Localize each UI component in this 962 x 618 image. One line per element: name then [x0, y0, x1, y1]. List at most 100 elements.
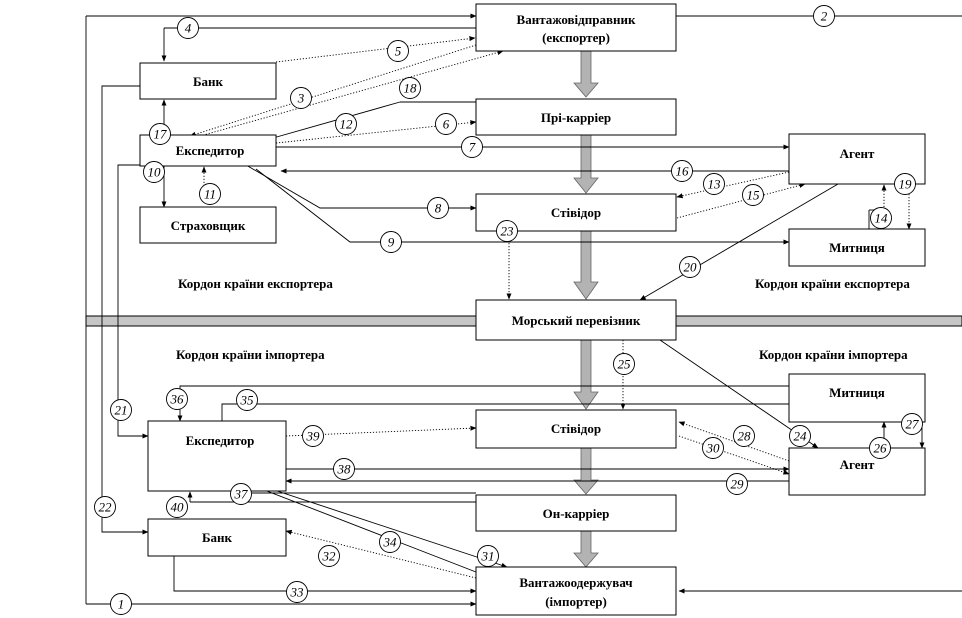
node-oncarrier: Он-карріер [475, 494, 677, 532]
step-bubble-circle [302, 425, 324, 447]
consignee-label-line1: Вантажоодержувач [519, 575, 632, 590]
step-bubble-label: 12 [340, 117, 354, 132]
step-bubble: 33 [286, 581, 308, 603]
step-bubble-label: 34 [383, 535, 398, 550]
step-bubble: 21 [110, 399, 132, 421]
step-bubble: 29 [726, 473, 748, 495]
step-bubble: 34 [379, 531, 401, 553]
node-agent-importer: Агент [788, 447, 926, 496]
step-bubble-circle [333, 458, 355, 480]
stevedore-importer-label: Стівідор [551, 421, 601, 436]
step-bubble-circle [230, 483, 252, 505]
node-forwarder-importer: Експедитор [147, 420, 287, 492]
consignee-label-line2: (імпортер) [545, 594, 607, 609]
bank-importer-label: Банк [202, 530, 233, 545]
step-bubble: 20 [679, 256, 701, 278]
step-bubble-circle [702, 437, 724, 459]
step-bubble-circle [149, 123, 171, 145]
node-stevedore-importer: Стівідор [475, 409, 677, 449]
node-customs-exporter: Митниця [788, 228, 926, 267]
connector-lines [85, 13, 962, 607]
node-bank-exporter: Банк [139, 62, 277, 100]
step-bubble-label: 17 [154, 127, 168, 142]
step-bubble-label: 21 [115, 403, 128, 418]
goods-flow-arrows [573, 50, 599, 568]
step-bubble: 24 [789, 425, 811, 447]
step-bubble: 35 [236, 389, 258, 411]
forwarder-exporter-label: Експедитор [176, 143, 245, 158]
step-bubble-label: 37 [234, 487, 249, 502]
step-bubble-circle [335, 113, 357, 135]
step-bubble-circle [380, 231, 402, 253]
step-bubble-circle [387, 40, 409, 62]
step-bubble: 13 [703, 173, 725, 195]
step-bubble-label: 2 [821, 9, 828, 24]
step-bubble: 3 [290, 87, 312, 109]
node-precarrier: Прі-карріер [475, 98, 677, 136]
step-bubble-label: 25 [618, 357, 632, 372]
step-bubble: 40 [166, 496, 188, 518]
step-bubble-label: 36 [170, 392, 185, 407]
sea-carrier-label: Морський перевізник [512, 313, 641, 328]
step-bubble-circle [286, 581, 308, 603]
step-bubble-label: 1 [118, 597, 125, 612]
step-bubble-label: 26 [874, 441, 888, 456]
step-bubble: 39 [302, 425, 324, 447]
step-bubble-circle [733, 425, 755, 447]
step-bubble-label: 15 [747, 188, 761, 203]
step-bubble: 5 [387, 40, 409, 62]
step-bubble-label: 35 [240, 393, 255, 408]
step-bubble-circle [461, 136, 483, 158]
step-bubble-circle [901, 413, 923, 435]
step-bubble-circle [477, 545, 499, 567]
step-bubble: 9 [380, 231, 402, 253]
step-bubble-circle [789, 425, 811, 447]
step-bubble-circle [435, 113, 457, 135]
step-bubble: 11 [199, 183, 221, 205]
step-bubble-label: 4 [185, 21, 192, 36]
step-bubble: 27 [901, 413, 923, 435]
step-bubble-circle [236, 389, 258, 411]
insurer-label: Страховщик [171, 218, 246, 233]
region-label-exporter-left: Кордон країни експортера [178, 276, 333, 291]
step-bubble: 36 [166, 388, 188, 410]
step-bubble-circle [870, 207, 892, 229]
step-bubble: 6 [435, 113, 457, 135]
bank-exporter-label: Банк [193, 74, 224, 89]
region-label-exporter-right: Кордон країни експортера [755, 276, 910, 291]
step-bubble: 17 [149, 123, 171, 145]
step-bubble-circle [110, 593, 132, 615]
step-bubble: 37 [230, 483, 252, 505]
step-bubble-circle [399, 77, 421, 99]
node-shipper: Вантажовідправник (експортер) [475, 3, 677, 52]
step-bubble-circle [742, 184, 764, 206]
step-bubble: 28 [733, 425, 755, 447]
step-bubble-label: 13 [708, 177, 722, 192]
step-bubble: 30 [702, 437, 724, 459]
step-bubble-circle [496, 220, 518, 242]
step-bubble-label: 38 [337, 462, 352, 477]
step-bubble-circle [894, 173, 916, 195]
step-bubble: 32 [318, 545, 340, 567]
step-bubble-circle [427, 197, 449, 219]
step-bubble: 22 [94, 496, 116, 518]
step-bubble-circle [318, 545, 340, 567]
step-bubble-circle [94, 496, 116, 518]
step-bubble-label: 5 [395, 44, 402, 59]
step-bubble-circle [143, 161, 165, 183]
shipper-label-line1: Вантажовідправник [517, 12, 636, 27]
step-bubble-label: 10 [148, 165, 162, 180]
step-bubble-label: 11 [204, 187, 216, 202]
step-bubble-circle [199, 183, 221, 205]
step-bubble-circle [869, 437, 891, 459]
step-bubble: 14 [870, 207, 892, 229]
step-bubble-label: 30 [706, 441, 721, 456]
step-bubble-circle [813, 5, 835, 27]
step-bubble: 26 [869, 437, 891, 459]
step-bubble: 19 [894, 173, 916, 195]
step-bubble-label: 28 [738, 429, 752, 444]
node-insurer: Страховщик [139, 206, 277, 244]
step-bubble-label: 27 [906, 417, 920, 432]
node-sea-carrier: Морський перевізник [475, 299, 677, 341]
